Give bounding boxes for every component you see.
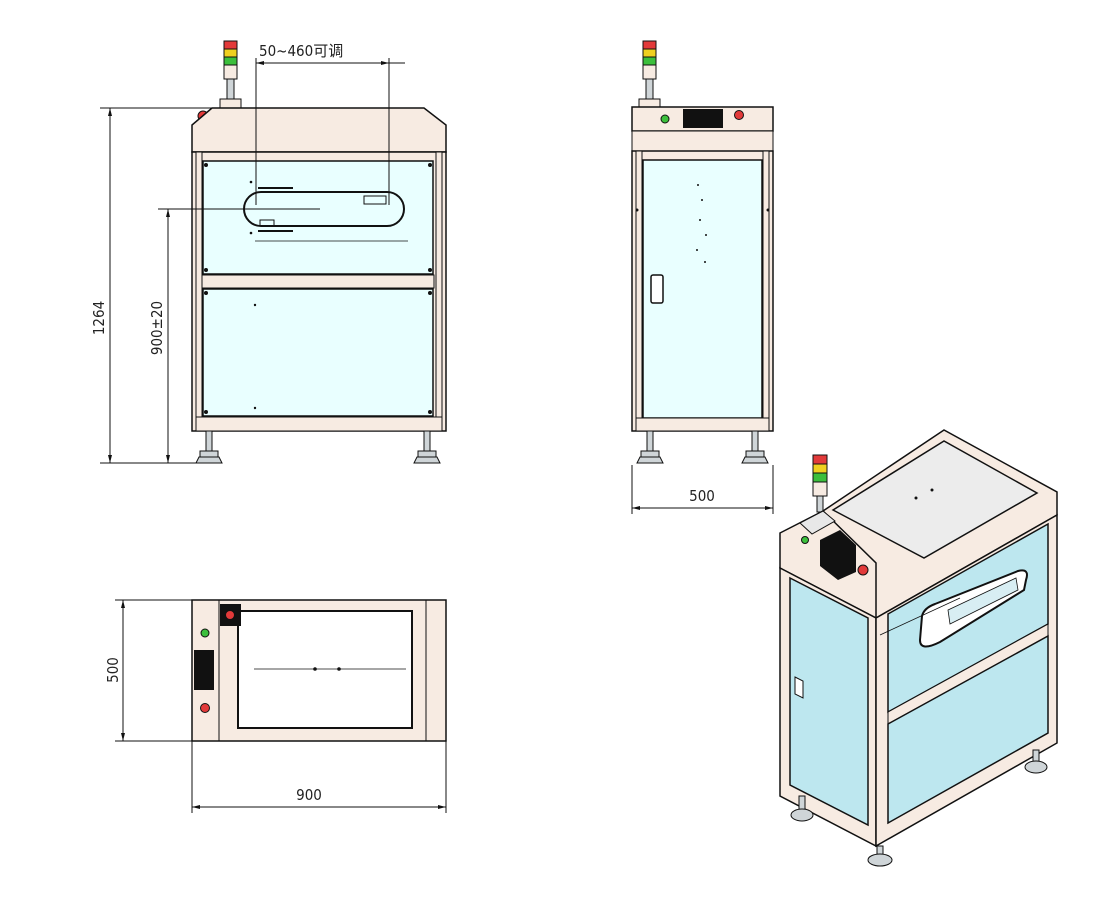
top-view: 500 900 xyxy=(104,599,447,813)
green-button-icon xyxy=(200,628,210,638)
lower-panel xyxy=(887,634,1049,825)
top-cover xyxy=(191,107,447,153)
green-button-icon xyxy=(801,536,809,544)
red-button-icon xyxy=(200,703,210,713)
lower-panel xyxy=(202,288,434,417)
feet xyxy=(636,430,769,464)
top-depth-label: 500 xyxy=(104,657,122,683)
dimension-adjust-range: 50~460可调 xyxy=(255,42,405,205)
adjust-range-label: 50~460可调 xyxy=(259,42,343,60)
side-depth-label: 500 xyxy=(689,487,715,505)
dimension-side-depth: 500 xyxy=(631,465,774,514)
door-handle-icon xyxy=(794,676,804,699)
hmi-screen xyxy=(683,109,723,128)
overall-height-label: 1264 xyxy=(90,301,108,335)
green-button-icon xyxy=(660,114,670,124)
signal-tower xyxy=(638,40,661,108)
side-view: 500 xyxy=(631,40,774,514)
feet xyxy=(790,749,1048,867)
top-width-label: 900 xyxy=(296,786,322,804)
isometric-view xyxy=(779,429,1058,867)
side-door xyxy=(789,576,869,827)
signal-tower xyxy=(812,454,828,513)
front-view: 50~460可调 1264 900±20 xyxy=(90,40,447,464)
hmi-screen xyxy=(194,650,214,690)
red-button-icon xyxy=(734,110,744,120)
door-handle-icon xyxy=(650,274,664,304)
dimension-top-depth: 500 xyxy=(104,599,192,742)
feet xyxy=(195,430,441,464)
hmi-screen xyxy=(820,530,856,580)
top-panel xyxy=(831,440,1039,559)
top-opening xyxy=(237,610,413,729)
dimension-conveyor-height: 900±20 xyxy=(148,208,320,463)
red-button-icon xyxy=(225,610,235,620)
dimension-overall-height: 1264 xyxy=(90,107,212,464)
conveyor-height-label: 900±20 xyxy=(148,301,166,355)
red-button-icon xyxy=(857,564,869,576)
dimension-top-width: 900 xyxy=(191,741,447,813)
signal-tower xyxy=(219,40,242,109)
